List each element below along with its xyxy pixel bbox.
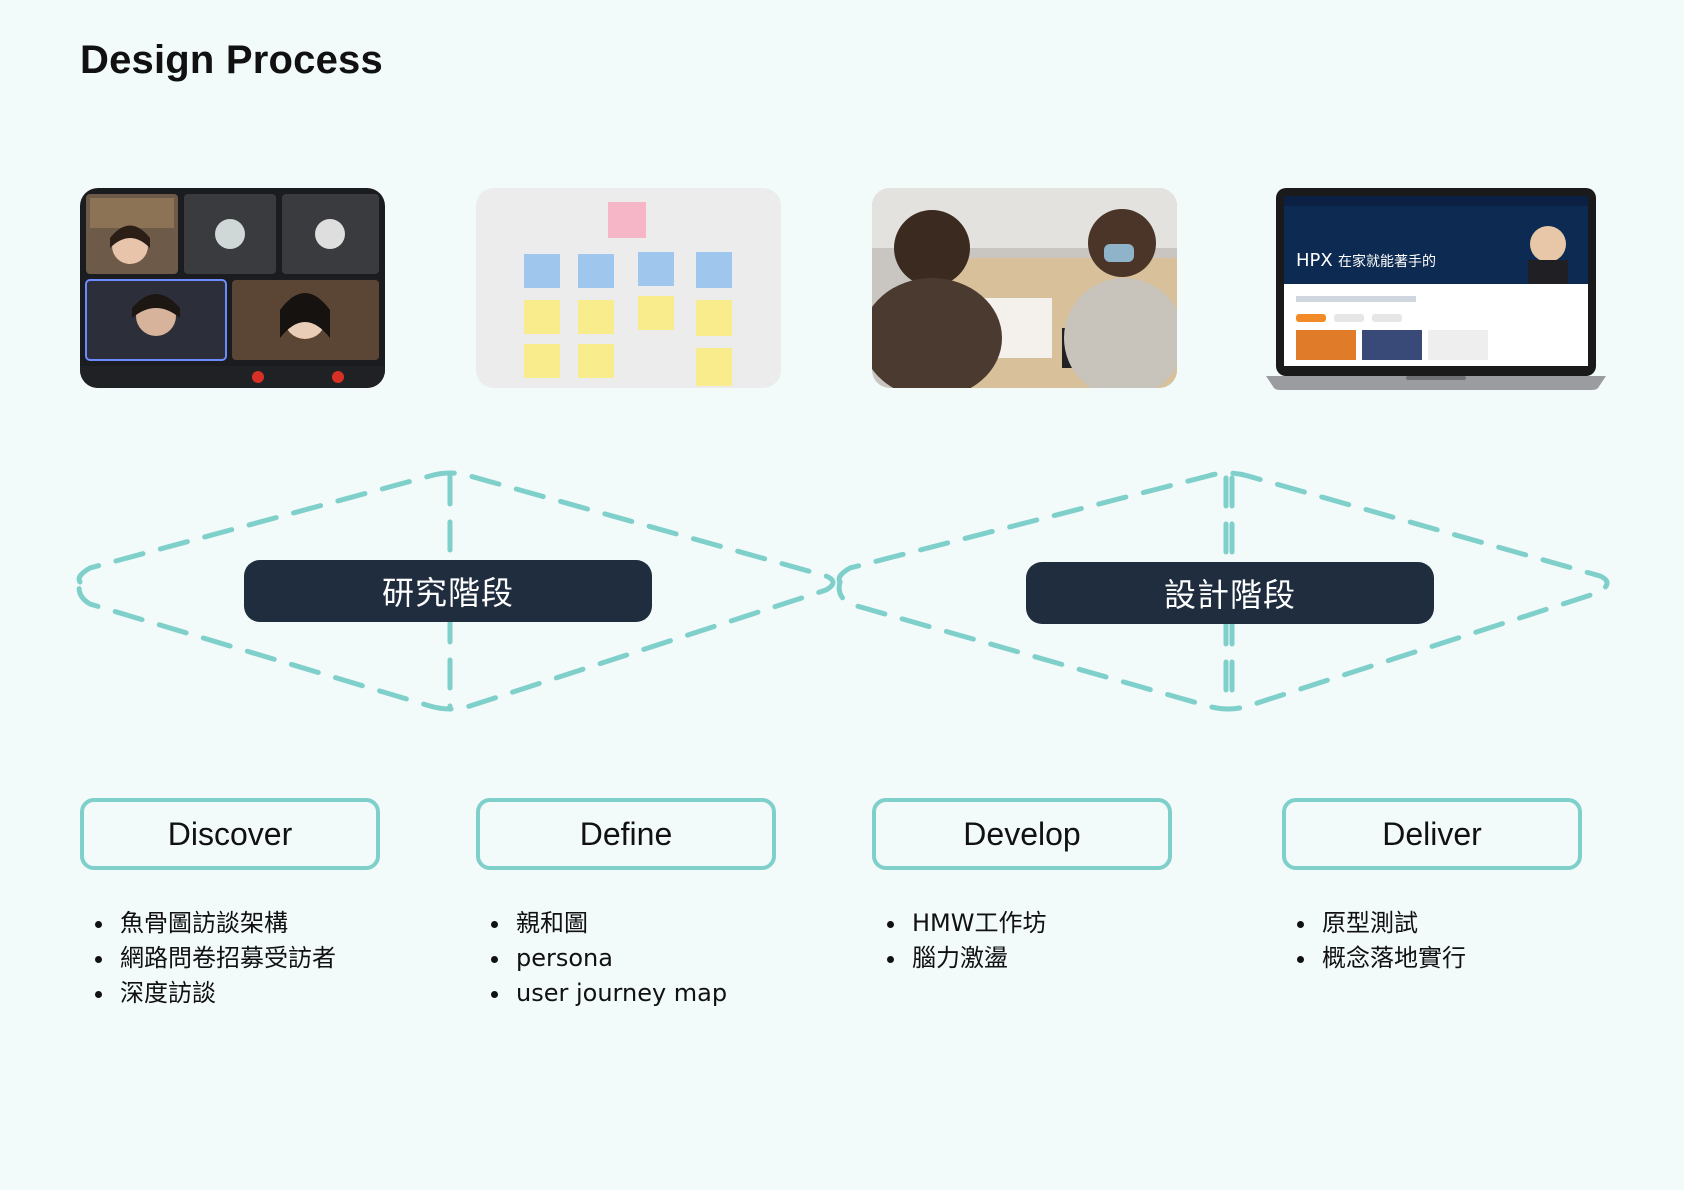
- list-item: HMW工作坊: [908, 906, 1046, 941]
- affinity-diagram-screenshot: [476, 188, 781, 388]
- list-item: 腦力激盪: [908, 941, 1046, 976]
- workshop-image: [872, 188, 1177, 388]
- video-call-image: [80, 188, 385, 388]
- list-item: 深度訪談: [116, 976, 336, 1011]
- sticky-notes-image: [476, 188, 781, 388]
- list-item: persona: [512, 941, 727, 976]
- list-item: user journey map: [512, 976, 727, 1011]
- workshop-photo: [872, 188, 1177, 388]
- stage-box-define: Define: [476, 798, 776, 870]
- discover-method-list: 魚骨圖訪談架構 網路問卷招募受訪者 深度訪談: [90, 906, 336, 1011]
- list-item: 親和圖: [512, 906, 727, 941]
- page-title: Design Process: [80, 38, 383, 82]
- deliver-method-list: 原型測試 概念落地實行: [1292, 906, 1466, 976]
- phase-pill-design: 設計階段: [1026, 562, 1434, 624]
- list-item: 網路問卷招募受訪者: [116, 941, 336, 976]
- laptop-image: HPX 在家就能著手的: [1266, 188, 1606, 390]
- stage-box-deliver: Deliver: [1282, 798, 1582, 870]
- phase-pill-research: 研究階段: [244, 560, 652, 622]
- list-item: 魚骨圖訪談架構: [116, 906, 336, 941]
- video-call-screenshot: [80, 188, 385, 388]
- stage-box-develop: Develop: [872, 798, 1172, 870]
- laptop-brand-text: HPX: [1296, 250, 1333, 271]
- svg-text:在家就能著手的: 在家就能著手的: [1338, 253, 1436, 270]
- list-item: 概念落地實行: [1318, 941, 1466, 976]
- develop-method-list: HMW工作坊 腦力激盪: [882, 906, 1046, 976]
- define-method-list: 親和圖 persona user journey map: [486, 906, 727, 1011]
- list-item: 原型測試: [1318, 906, 1466, 941]
- stage-box-discover: Discover: [80, 798, 380, 870]
- laptop-prototype-photo: HPX 在家就能著手的: [1266, 184, 1606, 394]
